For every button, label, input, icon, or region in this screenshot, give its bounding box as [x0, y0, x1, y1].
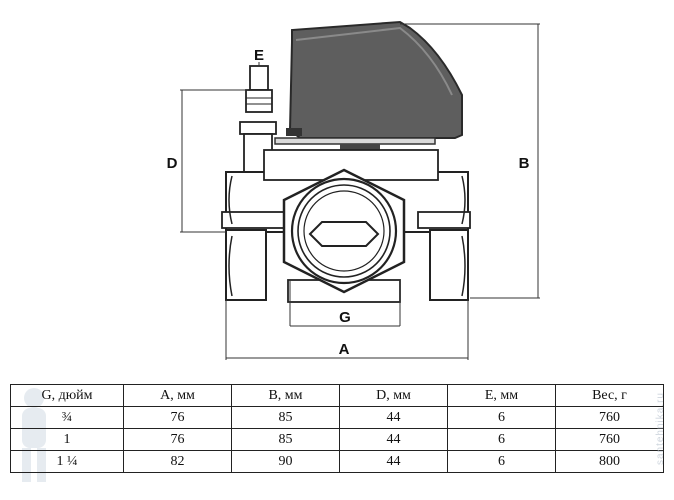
table-cell: 76: [123, 428, 232, 451]
table-cell: 44: [339, 428, 448, 451]
table-cell: 85: [231, 428, 340, 451]
table-cell: 1: [10, 428, 124, 451]
header-b: B, мм: [231, 384, 340, 407]
dimension-label-a: A: [339, 341, 350, 358]
table-row: ¾ 76 85 44 6 760: [10, 406, 664, 429]
header-g: G, дюйм: [10, 384, 124, 407]
table-cell: 6: [447, 406, 556, 429]
dimension-label-b: B: [519, 155, 530, 172]
valve-drawing: A G B D E: [167, 20, 540, 360]
front-port: [282, 168, 406, 294]
table-cell: 85: [231, 406, 340, 429]
dimension-label-d: D: [167, 155, 178, 172]
dimension-label-e: E: [254, 47, 264, 64]
table-cell: 6: [447, 428, 556, 451]
table-cell: 1 ¼: [10, 450, 124, 473]
table-cell: 760: [555, 406, 664, 429]
watermark-text: santehnika.ru: [655, 392, 666, 466]
table-cell: ¾: [10, 406, 124, 429]
table-cell: 90: [231, 450, 340, 473]
actuator: [274, 20, 463, 150]
dimension-label-g: G: [339, 309, 351, 326]
table-cell: 82: [123, 450, 232, 473]
table-cell: 6: [447, 450, 556, 473]
table-cell: 760: [555, 428, 664, 451]
header-a: A, мм: [123, 384, 232, 407]
table-cell: 44: [339, 450, 448, 473]
header-weight: Вес, г: [555, 384, 664, 407]
spec-table: G, дюйм A, мм B, мм D, мм E, мм Вес, г ¾…: [10, 384, 664, 473]
table-header-row: G, дюйм A, мм B, мм D, мм E, мм Вес, г: [10, 384, 664, 407]
table-row: 1 76 85 44 6 760: [10, 428, 664, 451]
header-e: E, мм: [447, 384, 556, 407]
table-cell: 800: [555, 450, 664, 473]
header-d: D, мм: [339, 384, 448, 407]
table-cell: 44: [339, 406, 448, 429]
table-row: 1 ¼ 82 90 44 6 800: [10, 450, 664, 473]
dimension-lines: [180, 23, 540, 360]
table-cell: 76: [123, 406, 232, 429]
